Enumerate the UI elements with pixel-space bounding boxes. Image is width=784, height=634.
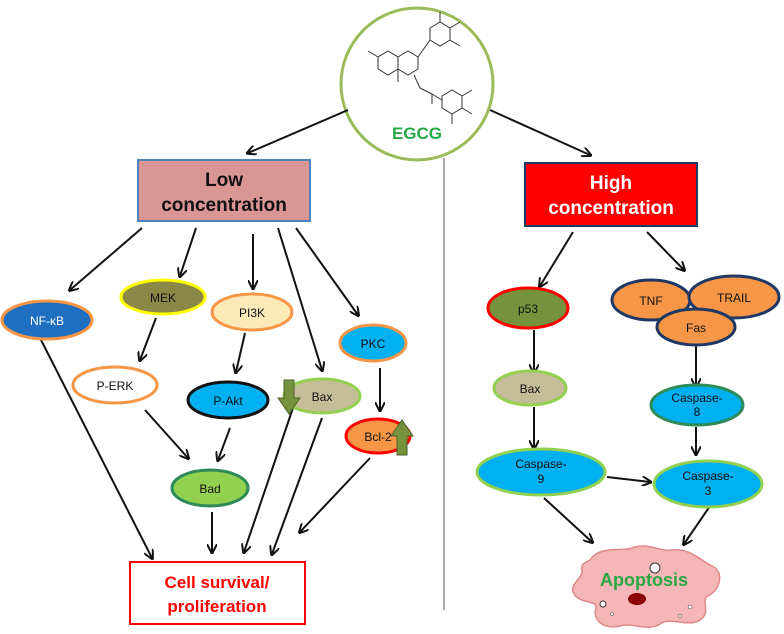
caspase3-label-1: Caspase- xyxy=(682,469,733,483)
egcg-node: EGCG xyxy=(339,6,495,162)
high-line2: concentration xyxy=(548,198,674,219)
arrow-low-pkc xyxy=(295,227,358,315)
node-caspase-3: Caspase- 3 xyxy=(652,459,764,509)
arrow-bax-survival xyxy=(272,417,323,554)
apoptotic-cell-icon xyxy=(571,545,721,628)
arrow-high-tnf xyxy=(646,231,684,270)
arrow-high-p53 xyxy=(540,231,574,286)
bad-label: Bad xyxy=(199,482,220,496)
down-arrow-icon xyxy=(277,379,301,415)
perk-label: P-ERK xyxy=(97,379,134,393)
arrow-pi3k-pakt xyxy=(236,332,246,372)
arrow-casp9-casp3 xyxy=(606,476,650,482)
node-perk: P-ERK xyxy=(71,365,159,405)
arrow-low-nfkb xyxy=(70,227,143,290)
high-concentration-box: High concentration xyxy=(524,162,698,227)
node-caspase-9: Caspase- 9 xyxy=(475,447,607,497)
pakt-label: P-Akt xyxy=(213,394,243,408)
node-bad: Bad xyxy=(170,468,250,508)
node-pi3k: PI3K xyxy=(210,292,294,332)
arrow-pakt-survival xyxy=(244,401,296,552)
arrow-low-mek xyxy=(180,227,197,276)
pi3k-label: PI3K xyxy=(239,306,265,320)
arrow-mek-perk xyxy=(140,317,157,360)
high-line1: High xyxy=(590,173,632,194)
arrow-casp9-apoptosis xyxy=(543,497,592,542)
pkc-label: PKC xyxy=(361,337,386,351)
caspase9-label-2: 9 xyxy=(538,472,545,486)
node-caspase-8: Caspase- 8 xyxy=(649,383,745,427)
node-trail: TRAIL xyxy=(687,274,781,320)
caspase8-label-2: 8 xyxy=(694,405,701,419)
bax-high-label: Bax xyxy=(520,382,541,396)
up-arrow-icon xyxy=(390,419,414,456)
trail-label: TRAIL xyxy=(717,291,751,305)
arrow-casp3-apoptosis xyxy=(684,505,711,544)
node-fas: Fas xyxy=(655,307,737,347)
mek-label: MEK xyxy=(150,291,176,305)
arrow-bcl2-survival xyxy=(300,457,371,532)
arrow-perk-bad xyxy=(144,409,188,458)
cell-survival-box: Cell survival/ proliferation xyxy=(129,561,306,625)
tnf-label: TNF xyxy=(639,294,662,308)
arrow-egcg-low xyxy=(248,109,349,153)
egcg-label: EGCG xyxy=(392,124,442,143)
bax-low-label: Bax xyxy=(312,390,333,404)
node-nfkb: NF-κB xyxy=(0,299,94,341)
node-pakt: P-Akt xyxy=(186,380,270,420)
bcl2-label: Bcl-2 xyxy=(364,430,392,444)
survival-line1: Cell survival/ xyxy=(165,573,270,592)
node-bax-low: Bax xyxy=(282,377,362,415)
caspase9-label-1: Caspase- xyxy=(515,457,566,471)
node-bcl2: Bcl-2 xyxy=(344,417,412,455)
caspase8-label-1: Caspase- xyxy=(671,391,722,405)
node-bax-high: Bax xyxy=(492,369,568,407)
survival-line2: proliferation xyxy=(167,597,266,616)
low-line2: concentration xyxy=(161,195,287,216)
arrow-nfkb-survival xyxy=(39,337,152,558)
p53-label: p53 xyxy=(518,302,538,316)
arrow-pakt-bad xyxy=(218,427,231,460)
fas-label: Fas xyxy=(686,321,706,335)
low-line1: Low xyxy=(205,170,243,191)
nfkb-label: NF-κB xyxy=(30,314,64,328)
arrow-egcg-high xyxy=(489,109,590,155)
caspase3-label-2: 3 xyxy=(705,484,712,498)
arrow-low-bax xyxy=(277,227,322,370)
node-pkc: PKC xyxy=(338,323,408,363)
apoptosis-label: Apoptosis xyxy=(600,570,688,590)
low-concentration-box: Low concentration xyxy=(137,159,311,222)
node-p53: p53 xyxy=(486,286,570,330)
node-mek: MEK xyxy=(119,278,207,316)
egcg-molecule-icon xyxy=(367,12,473,124)
